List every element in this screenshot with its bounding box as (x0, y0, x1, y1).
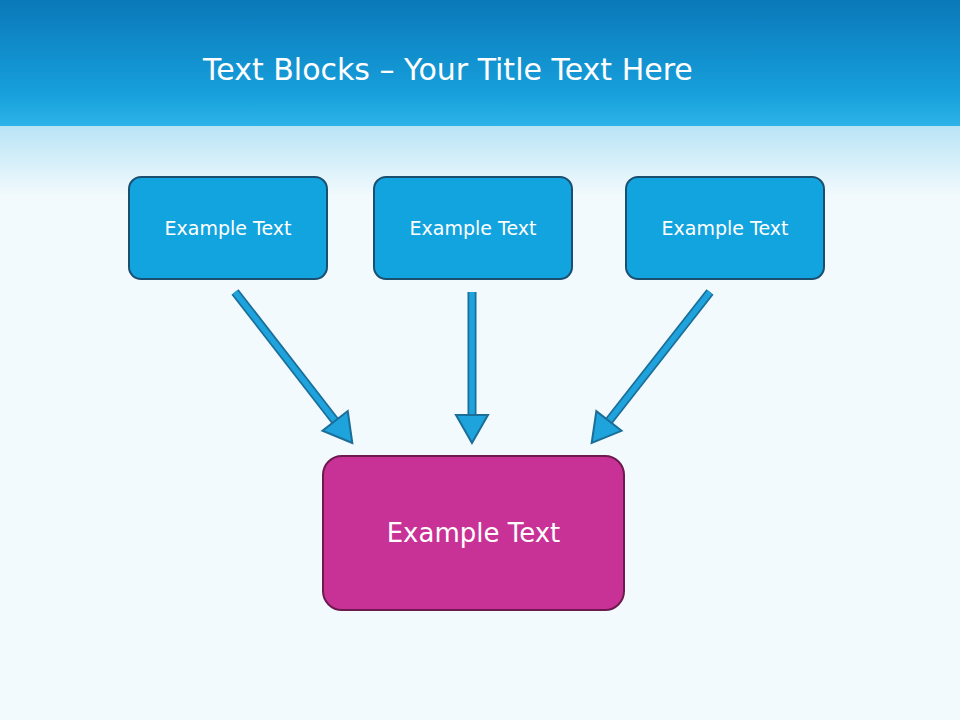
result-box: Example Text (322, 455, 625, 611)
arrow-shaft (469, 292, 475, 417)
block-text: Example Text (387, 518, 561, 548)
text-block: Example Text (625, 176, 825, 280)
arrow-head (322, 411, 352, 443)
flow-arrow (456, 292, 488, 443)
block-text: Example Text (410, 217, 537, 239)
block-text: Example Text (165, 217, 292, 239)
arrow-head (456, 415, 488, 443)
arrow-outline (608, 292, 710, 423)
slide-title: Text Blocks – Your Title Text Here (203, 52, 693, 87)
header-band (0, 0, 960, 126)
arrow-shaft (608, 292, 710, 423)
arrow-outline (235, 292, 336, 422)
arrow-head (592, 411, 622, 443)
text-block: Example Text (128, 176, 328, 280)
block-text: Example Text (662, 217, 789, 239)
text-block: Example Text (373, 176, 573, 280)
flow-arrow (235, 292, 352, 443)
arrow-outline (467, 292, 476, 417)
flow-arrow (592, 292, 710, 443)
arrow-shaft (235, 292, 336, 422)
